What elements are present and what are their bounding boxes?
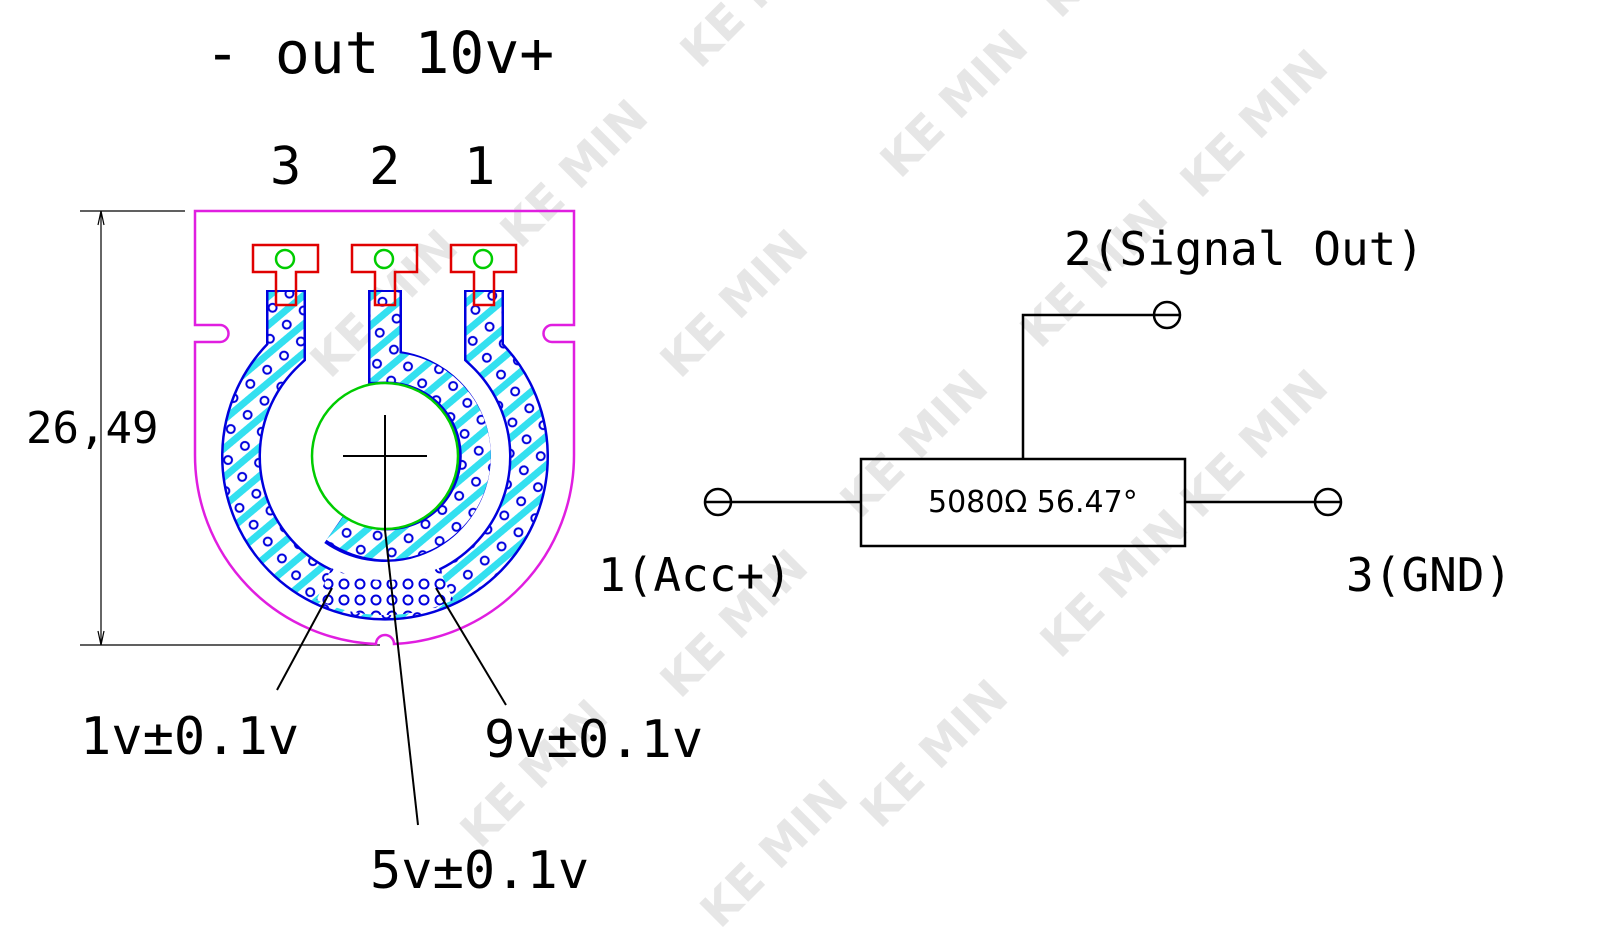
svg-text:KE MIN: KE MIN — [650, 219, 819, 388]
svg-text:KE MIN: KE MIN — [1030, 499, 1199, 668]
center-crosshair-icon — [343, 415, 427, 530]
svg-text:KE MIN: KE MIN — [1030, 0, 1199, 28]
dimension-label: 26,49 — [26, 403, 158, 454]
svg-text:KE MIN: KE MIN — [870, 19, 1039, 188]
pin-1-label: 1(Acc+) — [598, 548, 792, 602]
pad-3 — [251, 243, 320, 307]
solder-pads — [251, 243, 518, 307]
svg-text:KE MIN: KE MIN — [1170, 39, 1339, 208]
pad-holes — [274, 248, 494, 270]
output-range-label: - out 10v+ — [205, 19, 554, 87]
voltage-label-1v: 1v±0.1v — [80, 707, 299, 767]
pad-1 — [449, 243, 518, 307]
pin-number-3: 3 — [270, 137, 301, 197]
svg-text:KE MIN: KE MIN — [670, 0, 839, 78]
voltage-label-5v: 5v±0.1v — [370, 841, 589, 901]
resistor-label: 5080Ω 56.47° — [928, 485, 1138, 520]
pad-2 — [350, 243, 419, 307]
voltage-label-9v: 9v±0.1v — [484, 710, 703, 770]
pin-3-label: 3(GND) — [1346, 548, 1512, 602]
substrate-outline — [193, 209, 576, 646]
pin-number-1: 1 — [464, 137, 495, 197]
outer-resistive-track — [221, 290, 549, 621]
svg-text:KE MIN: KE MIN — [850, 669, 1019, 838]
dimension-line — [80, 210, 380, 646]
pin-number-2: 2 — [369, 137, 400, 197]
schematic — [703, 300, 1343, 548]
leader-lines — [276, 529, 507, 826]
pin-2-label: 2(Signal Out) — [1064, 222, 1424, 276]
wiper-track — [324, 290, 491, 562]
svg-text:KE MIN: KE MIN — [690, 769, 859, 931]
